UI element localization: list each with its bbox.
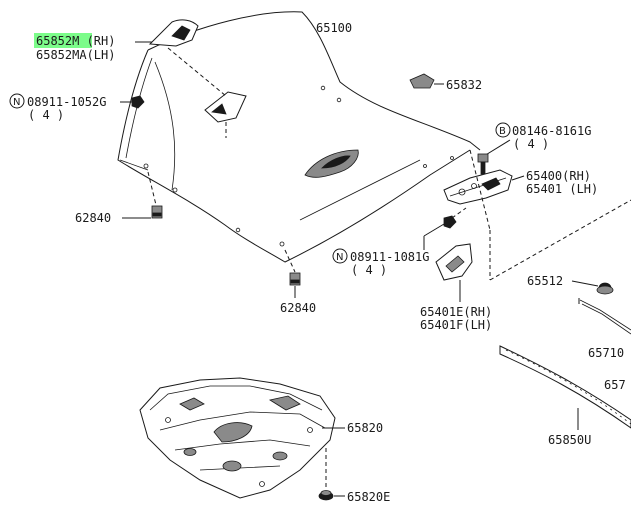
hood-striker-part xyxy=(148,19,199,47)
callout-insulator: 65820 xyxy=(347,421,383,435)
callout-stopper-left: 62840 xyxy=(75,211,111,225)
svg-text:N: N xyxy=(336,252,343,263)
hinge-part xyxy=(443,169,513,205)
callout-hinge-cover-rh: 65401E(RH) xyxy=(420,305,492,319)
hood-rod-part xyxy=(578,298,631,335)
hood-seal-part xyxy=(499,345,631,429)
callout-striker-lh: 65852MA(LH) xyxy=(36,48,115,62)
callout-nut-top-qty: ( 4 ) xyxy=(28,108,64,122)
stopper-bottom-part xyxy=(284,249,301,298)
clip-insulator-part xyxy=(318,448,334,501)
nut-top-part xyxy=(131,95,145,109)
leader-bolt xyxy=(483,139,511,157)
leader-nut-mid xyxy=(423,223,445,237)
hinge-cover-part xyxy=(435,243,473,281)
striker-highlight xyxy=(34,33,92,48)
callout-seal: 65850U xyxy=(548,433,591,447)
hood-insulator-part xyxy=(139,377,336,499)
clip-right-part xyxy=(596,282,614,295)
leader-hinge xyxy=(511,175,525,181)
callout-hinge-lh: 65401 (LH) xyxy=(526,182,598,196)
callout-hinge-cover-lh: 65401F(LH) xyxy=(420,318,492,332)
svg-text:N: N xyxy=(13,97,20,108)
callout-bolt-right: 08146-8161G xyxy=(512,124,591,138)
callout-hinge-rh: 65400(RH) xyxy=(526,169,591,183)
callout-rod: 65710 xyxy=(588,346,624,360)
callout-bolt-right-qty: ( 4 ) xyxy=(513,137,549,151)
callout-nut-mid: 08911-1081G xyxy=(350,250,429,264)
nut-symbol-top: N xyxy=(9,93,25,109)
callout-clip-insulator: 65820E xyxy=(347,490,390,504)
callout-nut-mid-qty: ( 4 ) xyxy=(351,263,387,277)
callout-seal-partial: 657 xyxy=(604,378,626,392)
callout-striker-rh: 65852M (RH) xyxy=(36,34,115,48)
boundary-line-1 xyxy=(489,199,631,281)
stopper-left-part xyxy=(147,171,163,219)
callout-stopper-bottom: 62840 xyxy=(280,301,316,315)
callout-clip-right: 65512 xyxy=(527,274,563,288)
callout-hood: 65100 xyxy=(316,21,352,35)
callout-bumper-top: 65832 xyxy=(446,78,482,92)
hood-panel xyxy=(117,11,481,263)
bolt-symbol-right: B xyxy=(495,122,511,138)
nut-symbol-mid: N xyxy=(332,248,348,264)
leader-clip-right xyxy=(571,280,599,287)
nut-mid-part xyxy=(443,207,467,229)
callout-nut-top: 08911-1052G xyxy=(27,95,106,109)
svg-text:B: B xyxy=(499,126,506,137)
hood-bumper-part xyxy=(409,73,435,89)
